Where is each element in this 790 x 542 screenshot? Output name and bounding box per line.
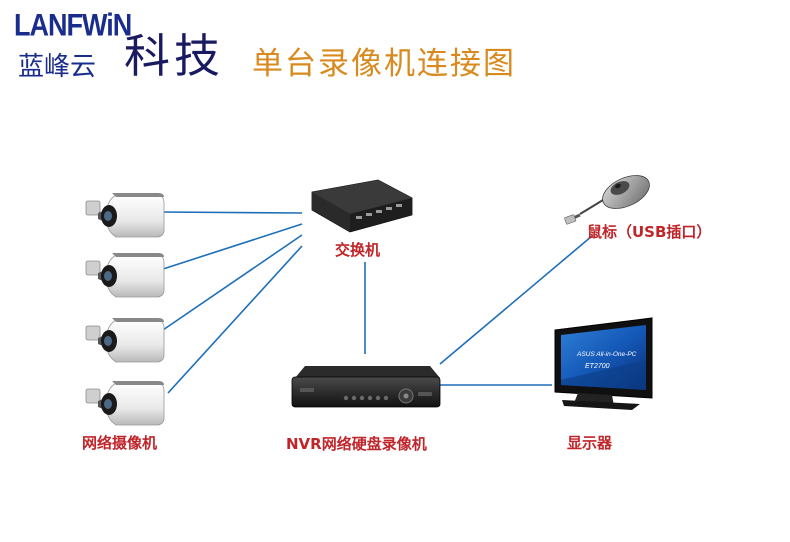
label-nvr: NVR网络硬盘录像机 bbox=[286, 435, 427, 453]
link-camera1-switch bbox=[159, 211, 303, 214]
monitor-model-text: ET2700 bbox=[585, 363, 610, 370]
brand-logo-tech: 科技 bbox=[124, 29, 224, 83]
monitor-brand-text: ASUS All-in-One-PC bbox=[576, 351, 637, 358]
label-mouse: 鼠标（USB插口） bbox=[587, 223, 712, 241]
brand-logo-cn: 蓝峰云 bbox=[18, 52, 97, 82]
camera-1 bbox=[85, 193, 165, 238]
usb-mouse bbox=[564, 175, 650, 225]
link-camera2-switch bbox=[159, 223, 303, 271]
page-title: 单台录像机连接图 bbox=[252, 46, 516, 82]
link-camera3-switch bbox=[159, 234, 303, 333]
links bbox=[159, 211, 593, 394]
label-monitor: 显示器 bbox=[567, 434, 613, 452]
brand-logo-en: LANFWiN bbox=[14, 8, 132, 43]
link-camera4-switch bbox=[167, 245, 303, 394]
camera-2 bbox=[85, 253, 165, 298]
label-switch: 交换机 bbox=[335, 241, 381, 259]
network-switch bbox=[311, 179, 413, 233]
camera-4 bbox=[85, 381, 165, 426]
label-network-cameras: 网络摄像机 bbox=[82, 434, 158, 452]
monitor: ASUS All-in-One-PC ET2700 bbox=[554, 317, 653, 410]
camera-3 bbox=[85, 318, 165, 363]
nvr-recorder bbox=[291, 366, 441, 408]
link-nvr-mouse bbox=[439, 235, 593, 365]
